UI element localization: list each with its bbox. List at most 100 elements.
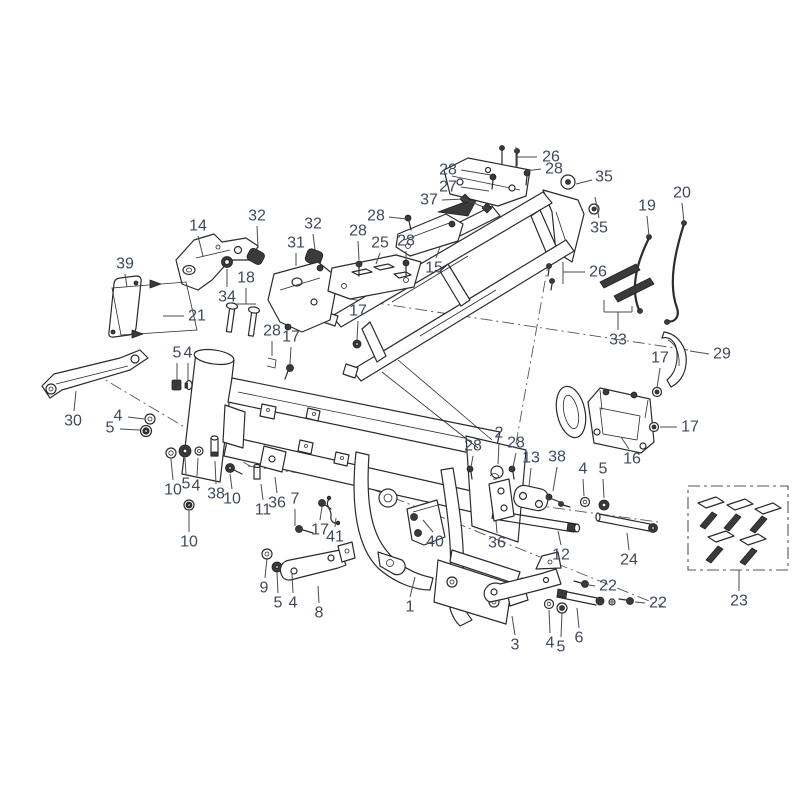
part-label-33: 33 (609, 332, 627, 349)
leader-line-28 (512, 452, 517, 468)
bracket-31 (267, 261, 339, 333)
leader-line-4 (548, 609, 551, 634)
parts-54 (171, 379, 193, 391)
part-label-32: 32 (304, 216, 322, 233)
part-label-5: 5 (557, 639, 566, 656)
leader-line-30 (73, 390, 77, 412)
part-label-22: 22 (649, 595, 667, 612)
leader-line-20 (681, 202, 685, 223)
leader-line-4 (127, 416, 145, 420)
part-label-35: 35 (595, 169, 613, 186)
rod-6-and-bolts-22 (556, 580, 634, 606)
part-label-31: 31 (287, 235, 305, 252)
part-label-28: 28 (263, 323, 281, 340)
front-down-tubes (353, 451, 529, 627)
part-label-9: 9 (260, 580, 269, 597)
part-label-26: 26 (589, 264, 607, 281)
bracket-8 (279, 541, 356, 581)
part-label-17: 17 (681, 419, 699, 436)
leader-line-17 (319, 506, 323, 521)
part-label-26: 26 (542, 149, 560, 166)
part-label-28: 28 (507, 435, 525, 452)
part-label-19: 19 (638, 198, 656, 215)
arm-30 (41, 349, 149, 399)
bracket-15 (395, 213, 464, 257)
part-label-13: 13 (522, 450, 540, 467)
leader-line-11 (260, 483, 264, 501)
washer-4-nut-5-right (579, 496, 610, 511)
leader-line-36 (274, 476, 278, 494)
bracket-3 (483, 551, 562, 603)
leader-line-17 (289, 346, 292, 365)
screws-28-center (466, 465, 516, 480)
leader-line-5 (560, 612, 563, 638)
leader-line-2 (497, 442, 500, 465)
part-label-20: 20 (673, 185, 691, 202)
leader-line-38 (214, 460, 217, 485)
washer-nut-left-4-5 (139, 413, 156, 438)
part-label-28: 28 (545, 161, 563, 178)
leader-line-35 (575, 179, 593, 185)
leader-line-28 (470, 455, 474, 468)
leader-line-1 (409, 576, 416, 598)
part-label-5: 5 (599, 461, 608, 478)
leader-line-13 (528, 467, 532, 487)
part-label-1: 1 (406, 599, 415, 616)
part-label-35: 35 (590, 220, 608, 237)
part-label-4: 4 (114, 408, 123, 425)
part-label-4: 4 (579, 461, 588, 478)
part-label-17: 17 (651, 350, 669, 367)
leader-line-5 (184, 457, 187, 475)
pins-37 (459, 193, 493, 214)
leader-line-36 (495, 520, 498, 534)
leader-line-27 (460, 186, 490, 192)
leader-line-4 (582, 478, 585, 497)
bolt-7 (295, 525, 314, 534)
part-label-4: 4 (192, 478, 201, 495)
leader-line-22 (634, 601, 646, 604)
part-label-34: 34 (218, 289, 236, 306)
part-label-4: 4 (546, 635, 555, 652)
strips-33 (599, 263, 655, 303)
part-label-30: 30 (64, 413, 82, 430)
part-label-28: 28 (397, 233, 415, 250)
rod-41-and-bolt-17 (318, 495, 341, 526)
part-label-40: 40 (426, 534, 444, 551)
leader-line-17 (356, 320, 359, 341)
part-label-10: 10 (164, 482, 182, 499)
leader-line-19 (646, 215, 650, 237)
leader-line-37 (441, 198, 487, 209)
part-label-11: 11 (255, 502, 272, 519)
leader-line-10 (170, 458, 174, 481)
leader-line-8 (317, 585, 320, 604)
part-label-22: 22 (599, 578, 617, 595)
leader-line-32 (312, 233, 316, 251)
leader-line-12 (557, 530, 562, 546)
leader-line-25 (375, 252, 381, 265)
leader-line-41 (334, 517, 337, 528)
screws-26-right (546, 263, 555, 291)
bracket-36-right (488, 478, 515, 522)
part-label-16: 16 (623, 451, 641, 468)
leader-line-15 (435, 246, 441, 259)
screws-28-mid (355, 214, 412, 277)
cable-19 (633, 234, 652, 314)
part-label-5: 5 (274, 595, 283, 612)
bolts-38-right (545, 493, 571, 508)
part-label-7: 7 (291, 491, 300, 508)
bracket-14 (175, 233, 259, 291)
leader-line-4 (196, 457, 199, 477)
leader-line-40 (422, 519, 434, 533)
leader-line-6 (576, 607, 580, 629)
clip-28-and-bolt-17-left (266, 339, 362, 380)
part-label-39: 39 (116, 256, 134, 273)
bolts-17-right (648, 386, 663, 433)
part-label-28: 28 (464, 438, 482, 455)
part-label-4: 4 (184, 345, 193, 362)
leader-line-5 (276, 571, 279, 594)
part-label-14: 14 (189, 218, 207, 235)
part-label-3: 3 (511, 637, 520, 654)
part-label-28: 28 (349, 223, 367, 240)
